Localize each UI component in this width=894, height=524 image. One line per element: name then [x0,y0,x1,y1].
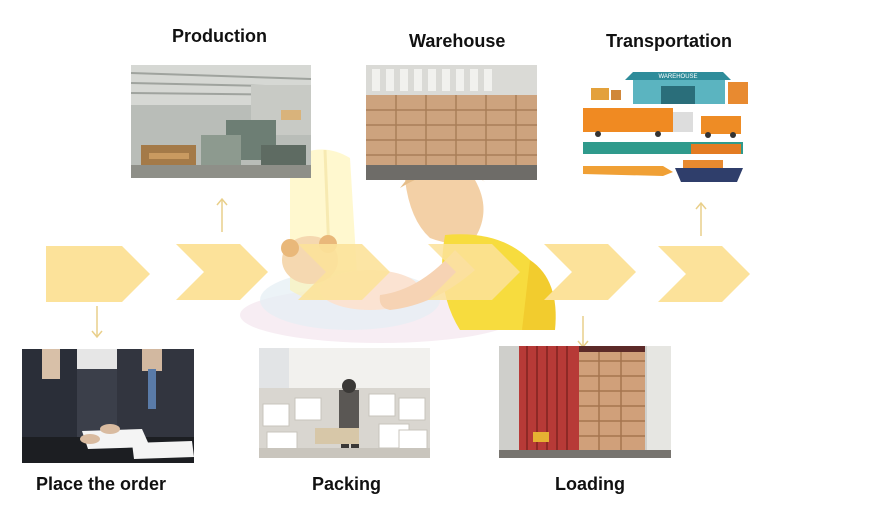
loading-photo [499,346,671,458]
label-place-the-order: Place the order [36,474,167,494]
chevron-step-2 [176,244,268,300]
arrow-up-transportation [695,201,707,236]
chevron-step-4 [428,244,520,300]
chevron-step-1 [46,246,150,302]
arrow-down-loading [577,316,589,349]
label-packing: Packing [312,474,382,494]
warehouse-photo [366,65,537,180]
label-production: Production [172,26,267,46]
chevron-step-5 [544,244,636,300]
warehouse-sign-text: WAREHOUSE [658,74,697,80]
label-warehouse: Warehouse [409,31,506,51]
packing-photo [259,348,430,458]
chevron-step-6 [658,246,750,302]
production-photo [131,65,311,178]
label-loading: Loading [555,474,625,494]
label-transportation: Transportation [606,31,733,51]
arrow-up-production [216,197,228,232]
arrow-down-place-order [91,306,103,339]
place-order-photo [22,349,194,463]
chevron-step-3 [298,244,390,300]
transportation-illustration: WAREHOUSE [583,64,753,186]
